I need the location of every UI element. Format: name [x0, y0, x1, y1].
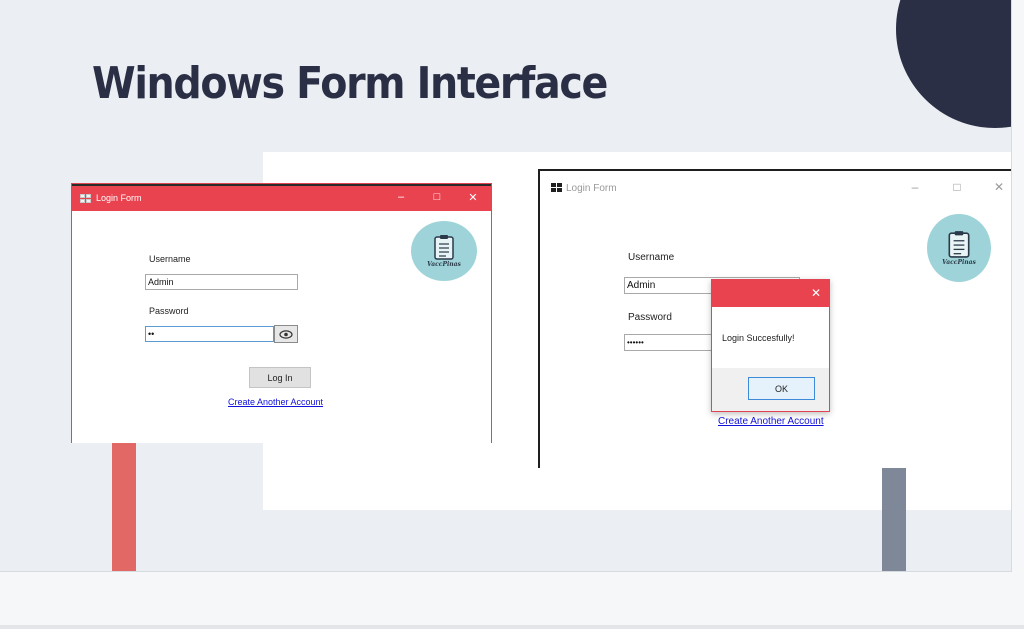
password-input[interactable]: ••	[145, 326, 274, 342]
window-title: Login Form	[566, 183, 617, 194]
slide-title: Windows Form Interface	[92, 58, 608, 109]
create-account-link[interactable]: Create Another Account	[228, 397, 324, 407]
decorative-circle	[896, 0, 1011, 128]
window-titlebar[interactable]: Login Form – □ ✕	[72, 184, 491, 211]
logo-text: VaccPinas	[427, 261, 461, 268]
dialog-titlebar[interactable]: ✕	[712, 280, 829, 307]
dialog-footer: OK	[712, 368, 829, 411]
app-icon	[551, 183, 563, 193]
username-input[interactable]: Admin	[145, 274, 298, 290]
close-button[interactable]: ✕	[993, 180, 1005, 194]
password-input[interactable]: ••••••	[624, 334, 724, 351]
maximize-button[interactable]: □	[953, 180, 961, 194]
create-account-link[interactable]: Create Another Account	[718, 416, 824, 427]
vaccpinas-logo: VaccPinas	[927, 214, 991, 282]
minimize-button[interactable]: –	[911, 180, 919, 194]
login-success-dialog: ✕ Login Succesfully! OK	[711, 279, 830, 412]
decorative-gray-bar	[882, 468, 906, 571]
clipboard-icon	[434, 235, 454, 260]
login-form-window-left: Login Form – □ ✕ Username Admin Password…	[71, 183, 492, 443]
bottom-divider	[0, 625, 1024, 629]
password-label: Password	[628, 312, 672, 323]
dialog-close-button[interactable]: ✕	[810, 286, 821, 300]
show-password-button[interactable]	[274, 325, 298, 343]
ok-button[interactable]: OK	[748, 377, 815, 400]
username-label: Username	[628, 252, 675, 263]
decorative-red-bar	[112, 443, 136, 571]
username-label: Username	[149, 254, 191, 264]
maximize-button[interactable]: □	[433, 191, 441, 203]
app-icon	[80, 194, 92, 204]
vaccpinas-logo: VaccPinas	[411, 221, 477, 281]
dialog-message: Login Succesfully!	[722, 333, 795, 343]
clipboard-icon	[948, 231, 970, 258]
window-title: Login Form	[96, 193, 142, 203]
eye-icon	[279, 329, 293, 339]
minimize-button[interactable]: –	[397, 191, 405, 203]
password-label: Password	[149, 306, 189, 316]
login-button[interactable]: Log In	[249, 367, 311, 388]
logo-text: VaccPinas	[942, 259, 976, 266]
close-button[interactable]: ✕	[468, 192, 478, 204]
slide: Windows Form Interface Login Form – □ ✕ …	[0, 0, 1012, 572]
